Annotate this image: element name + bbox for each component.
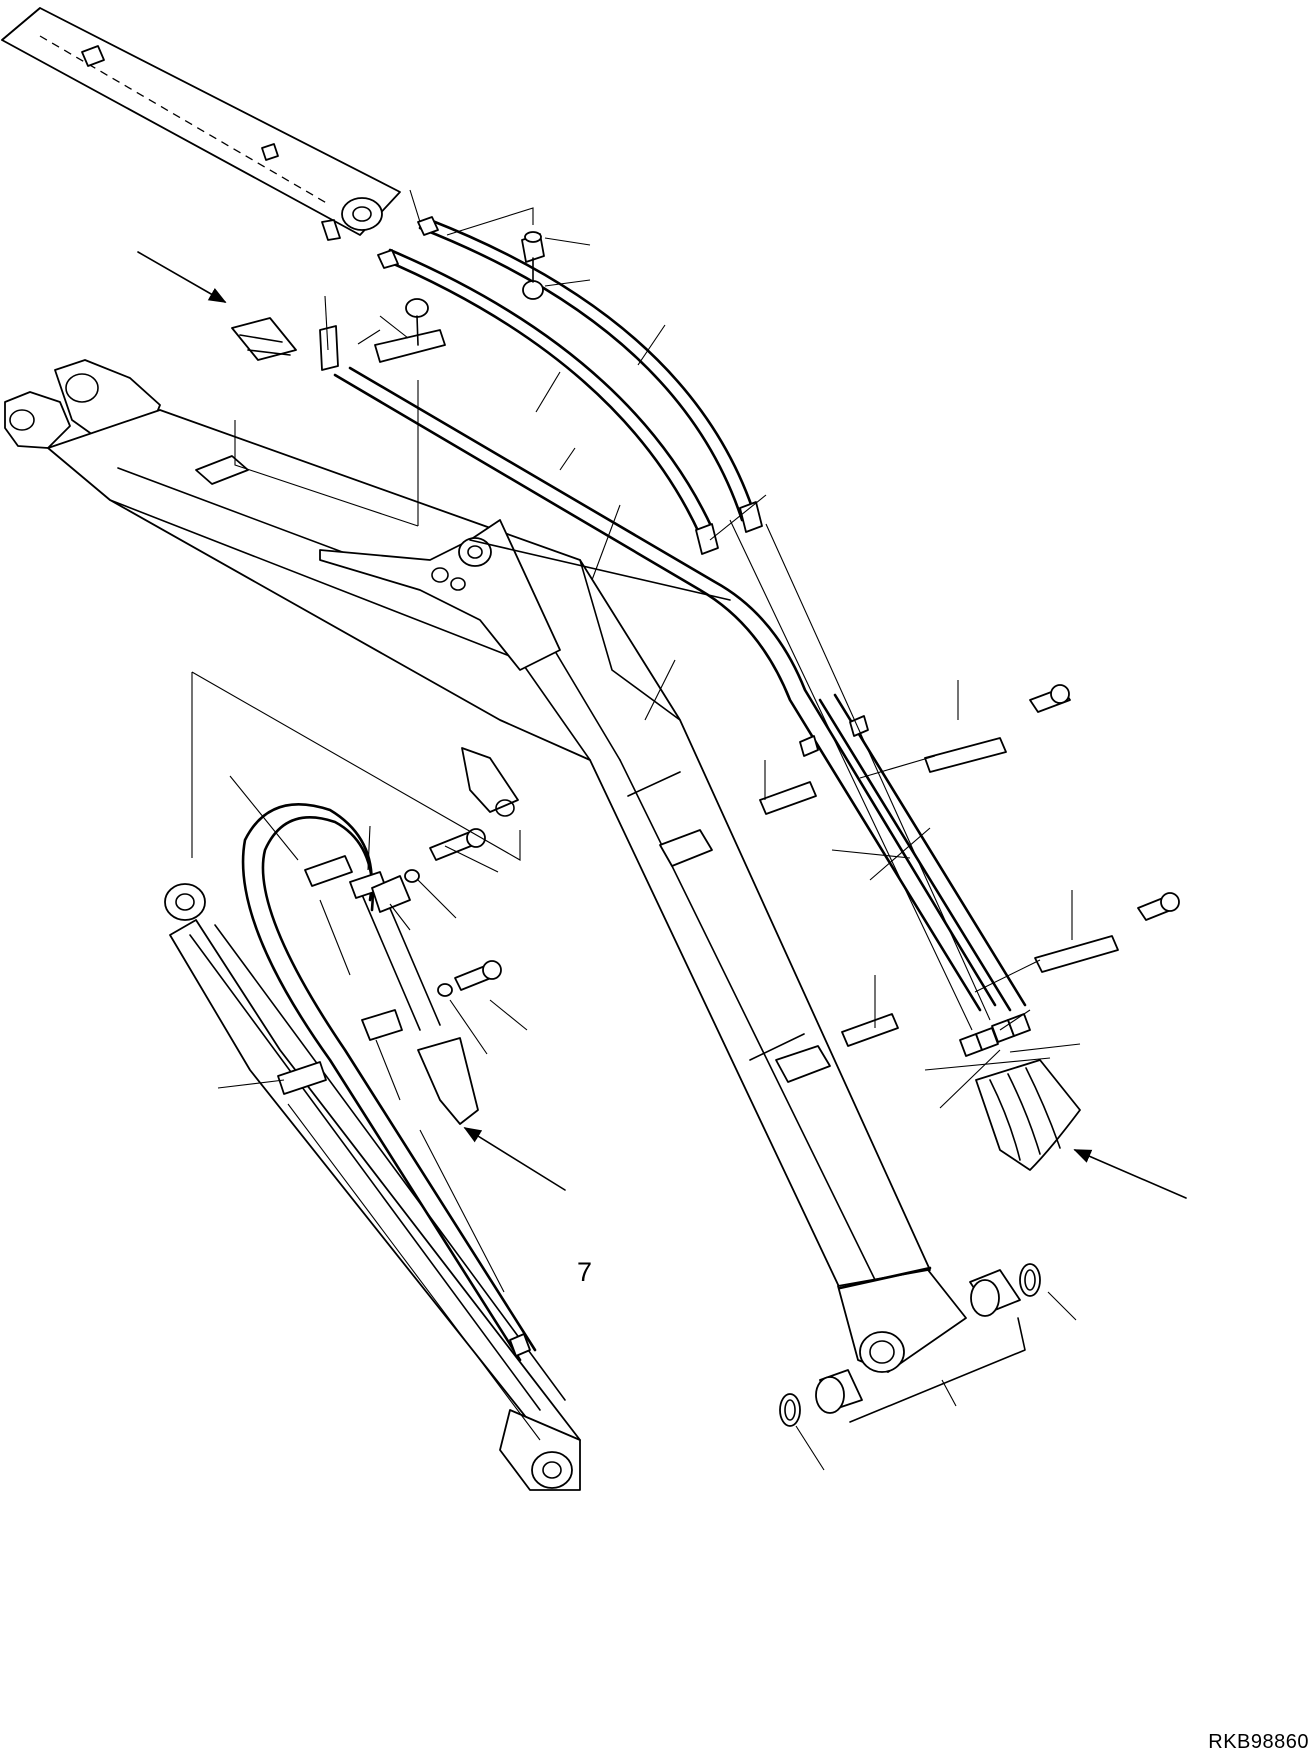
callout-number-7: 7	[577, 1257, 593, 1287]
boom-body	[4, 359, 967, 1373]
callout-leader-lines	[191, 189, 1081, 1471]
boom-pin-bushings	[779, 1263, 1041, 1427]
pipe-clamp-plates	[759, 684, 1180, 1047]
lower-hose-ends	[975, 1059, 1187, 1199]
hose-connection-detail	[137, 231, 545, 371]
arm-cylinder	[164, 883, 581, 1491]
drawing-code: RKB98860	[1208, 1731, 1309, 1753]
arm-cylinder-hoses	[241, 802, 566, 1362]
boom-cylinder	[1, 7, 401, 241]
boom-pipes	[333, 216, 1031, 1057]
arm-hose-clamps	[277, 828, 502, 1095]
